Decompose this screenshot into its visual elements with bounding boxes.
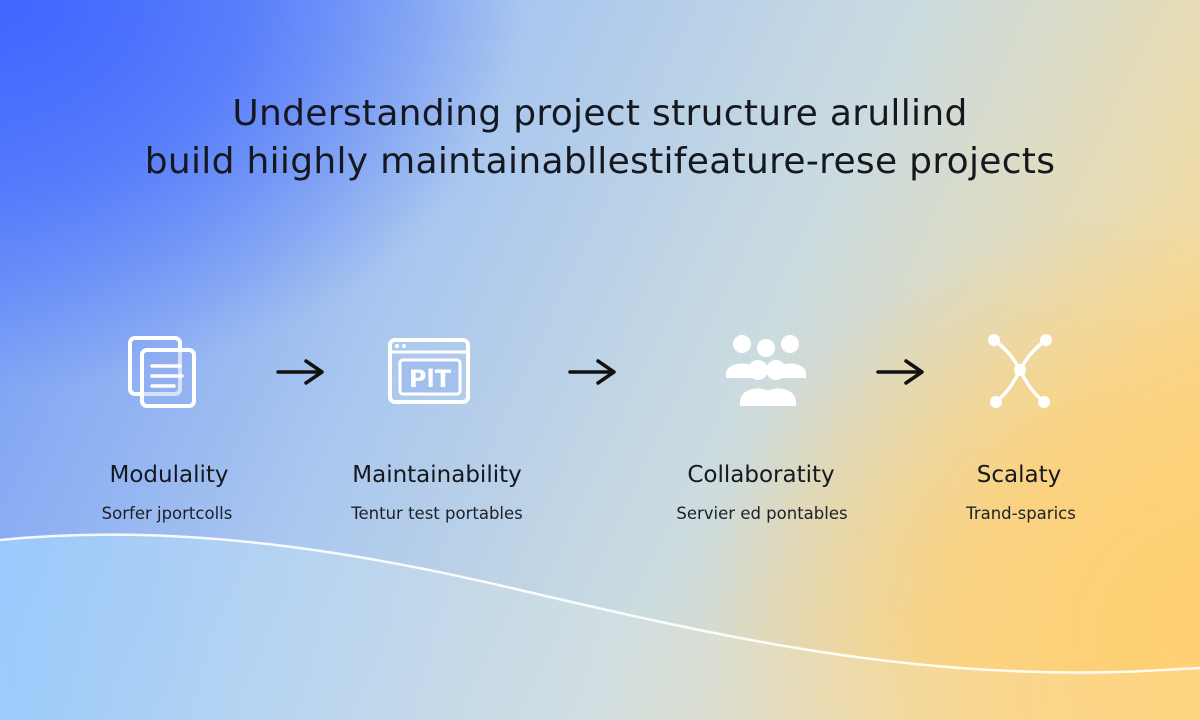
step-subtitle-modulality: Sorfer jportcolls — [101, 504, 233, 523]
arrow-right-icon — [876, 359, 924, 385]
step-title-maintainability: Maintainability — [352, 462, 522, 488]
headline-line-2: build hiighly maintainabllestifeature-re… — [144, 141, 1056, 182]
step-subtitle-collaboratity: Servier ed pontables — [676, 504, 848, 523]
people-group-icon — [726, 335, 806, 406]
step-subtitle-maintainability: Tentur test portables — [351, 504, 523, 523]
documents-icon — [128, 336, 196, 408]
arrow-right-icon — [568, 359, 616, 385]
window-label: PlT — [409, 365, 452, 393]
network-nodes-icon — [988, 334, 1052, 408]
step-title-modulality: Modulality — [109, 462, 229, 488]
plt-window-icon: PlT — [388, 338, 470, 404]
headline-line-1: Understanding project structure arullind — [232, 93, 968, 134]
step-subtitle-scalaty: Trand-sparics — [966, 504, 1076, 523]
step-title-scalaty: Scalaty — [976, 462, 1062, 488]
arrow-right-icon — [276, 359, 324, 385]
step-title-collaboratity: Collaboratity — [687, 462, 835, 488]
